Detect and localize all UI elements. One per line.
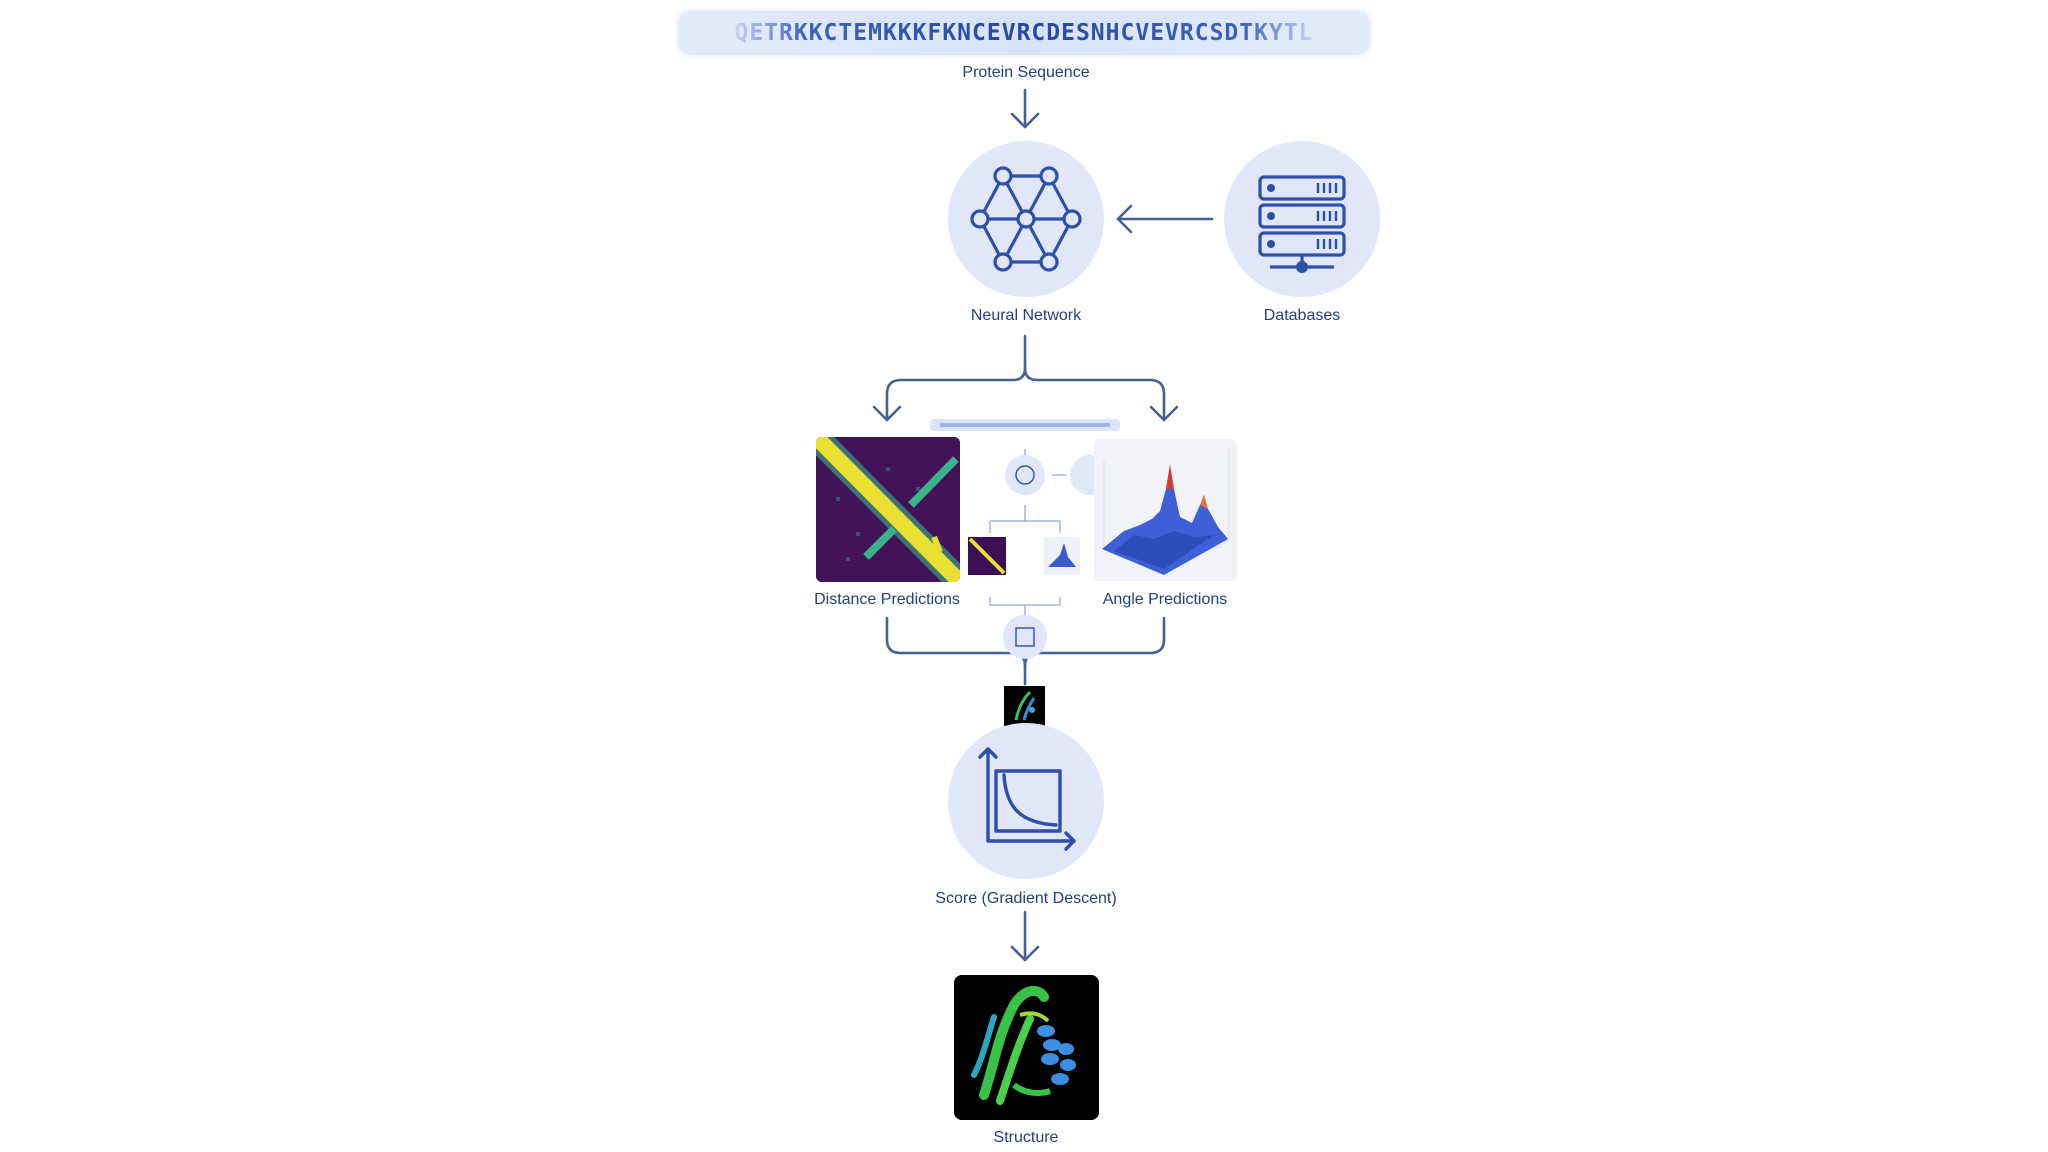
structure-label: Structure (993, 1129, 1059, 1146)
distance-heatmap (816, 437, 960, 582)
protein-sequence-label: Protein Sequence (962, 64, 1090, 81)
gradient-descent-icon (978, 747, 1076, 851)
score-label: Score (Gradient Descent) (935, 890, 1117, 907)
server-icon (1258, 175, 1346, 273)
score-node (948, 723, 1104, 879)
angle-predictions-label: Angle Predictions (1102, 591, 1228, 608)
protein-sequence-text: QETRKKCTEMKKKFKNCEVRCDESNHCVEVRCSDTKYTL (734, 20, 1314, 46)
protein-sequence-bar: QETRKKCTEMKKKFKNCEVRCDESNHCVEVRCSDTKYTL (678, 11, 1370, 55)
databases-node (1224, 141, 1380, 297)
neural-network-icon (970, 166, 1082, 272)
protein-structure-image (954, 975, 1099, 1120)
mini-structure-thumbnail (1004, 686, 1045, 727)
neural-network-label: Neural Network (970, 307, 1082, 324)
databases-label: Databases (1263, 307, 1341, 324)
distance-predictions-label: Distance Predictions (814, 591, 960, 608)
angle-surface-plot (1094, 439, 1237, 581)
neural-network-node (948, 141, 1104, 297)
